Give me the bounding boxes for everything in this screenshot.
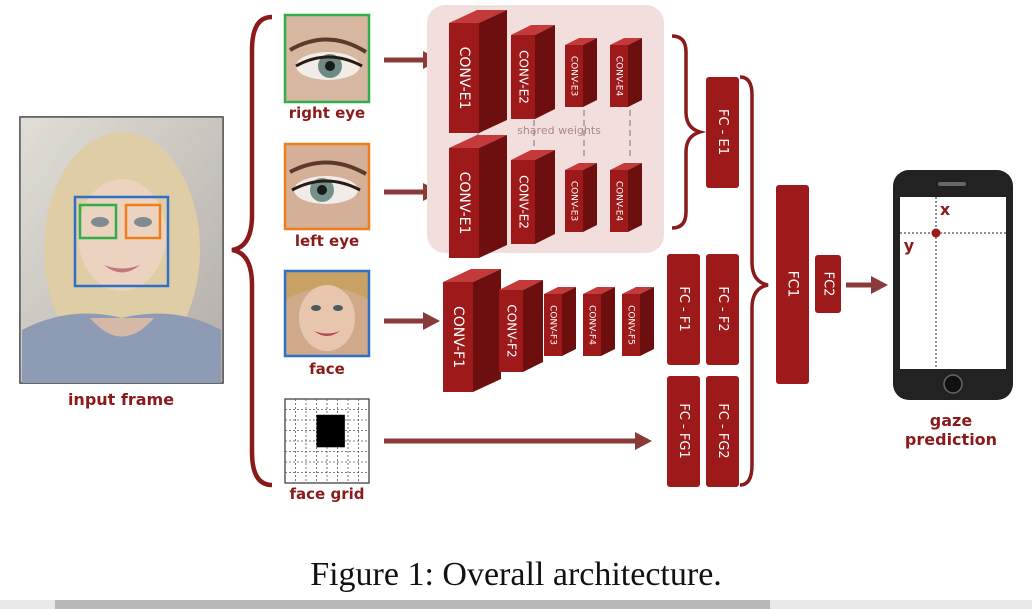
conv-label: CONV-E3 <box>569 181 579 221</box>
conv-label: CONV-E4 <box>614 181 624 222</box>
conv-label: CONV-E2 <box>517 50 531 104</box>
conv-block-face-1: CONV-F1 <box>443 269 501 392</box>
right-eye-label: right eye <box>289 104 365 122</box>
conv-block-face-3: CONV-F3 <box>544 287 576 356</box>
fc-f1-block: FC - F1 <box>667 254 700 365</box>
conv-block-face-2: CONV-F2 <box>499 280 543 372</box>
input-frame-label: input frame <box>68 390 174 409</box>
output-arrow <box>846 276 888 294</box>
conv-label: CONV-E4 <box>614 56 624 97</box>
conv-block-eye-bottom-4: CONV-E4 <box>610 163 642 232</box>
fc-fg2-block: FC - FG2 <box>706 376 739 487</box>
gaze-label-line2: prediction <box>905 430 997 449</box>
face-crop <box>283 269 371 358</box>
face-grid-face-region <box>316 414 345 448</box>
conv-label: CONV-F3 <box>548 305 558 345</box>
figure-caption: Figure 1: Overall architecture. <box>310 556 722 593</box>
conv-label: CONV-F4 <box>587 305 597 345</box>
right-eye-crop <box>283 13 371 104</box>
svg-text:FC - FG1: FC - FG1 <box>676 403 691 458</box>
svg-text:FC - F1: FC - F1 <box>676 286 691 331</box>
conv-label: CONV-E2 <box>517 175 531 229</box>
conv-block-eye-bottom-2: CONV-E2 <box>511 150 555 244</box>
conv-block-face-4: CONV-F4 <box>583 287 615 356</box>
conv-label: CONV-E1 <box>456 172 472 235</box>
conv-block-eye-bottom-1: CONV-E1 <box>449 135 507 258</box>
svg-text:FC - FG2: FC - FG2 <box>715 403 730 458</box>
svg-text:FC - F2: FC - F2 <box>715 286 730 331</box>
conv-label: CONV-E1 <box>456 47 472 110</box>
fc-fg1-block: FC - FG1 <box>667 376 700 487</box>
phone-x-label: x <box>940 200 951 219</box>
svg-text:FC1: FC1 <box>785 271 801 298</box>
right-eye-detection-box <box>78 203 118 240</box>
face-grid-label: face grid <box>290 485 365 503</box>
conv-block-eye-bottom-3: CONV-E3 <box>565 163 597 232</box>
shared-weights-label: shared weights <box>517 124 601 137</box>
conv-block-eye-top-4: CONV-E4 <box>610 38 642 107</box>
phone-icon <box>893 170 1013 400</box>
fc-e1-block: FC - E1 <box>706 77 739 188</box>
conv-block-eye-top-1: CONV-E1 <box>449 10 507 133</box>
left-eye-label: left eye <box>295 232 359 250</box>
input-brace <box>231 14 273 488</box>
conv-label: CONV-E3 <box>569 56 579 96</box>
eye-merge-brace <box>671 34 707 230</box>
conv-label: CONV-F5 <box>626 305 636 345</box>
face-detection-box <box>73 195 170 288</box>
fc-f2-block: FC - F2 <box>706 254 739 365</box>
phone-y-label: y <box>904 236 915 255</box>
svg-text:FC - E1: FC - E1 <box>715 109 730 155</box>
conv-block-eye-top-3: CONV-E3 <box>565 38 597 107</box>
svg-text:FC2: FC2 <box>821 272 836 297</box>
fc2-block: FC2 <box>815 255 841 313</box>
conv-label: CONV-F1 <box>450 306 466 368</box>
gaze-label-line1: gaze <box>930 411 973 430</box>
gaze-point <box>931 228 941 238</box>
conv-block-eye-top-2: CONV-E2 <box>511 25 555 119</box>
fc-merge-brace <box>739 75 769 487</box>
scrollbar-thumb[interactable] <box>55 600 770 609</box>
fc1-block: FC1 <box>776 185 809 384</box>
conv-block-face-5: CONV-F5 <box>622 287 654 356</box>
face-label: face <box>309 360 345 378</box>
left-eye-crop <box>283 142 371 231</box>
conv-label: CONV-F2 <box>505 304 519 357</box>
face-grid <box>284 398 370 484</box>
left-eye-detection-box <box>124 203 162 240</box>
input-frame-photo <box>19 116 224 384</box>
horizontal-scrollbar[interactable] <box>0 600 1032 609</box>
